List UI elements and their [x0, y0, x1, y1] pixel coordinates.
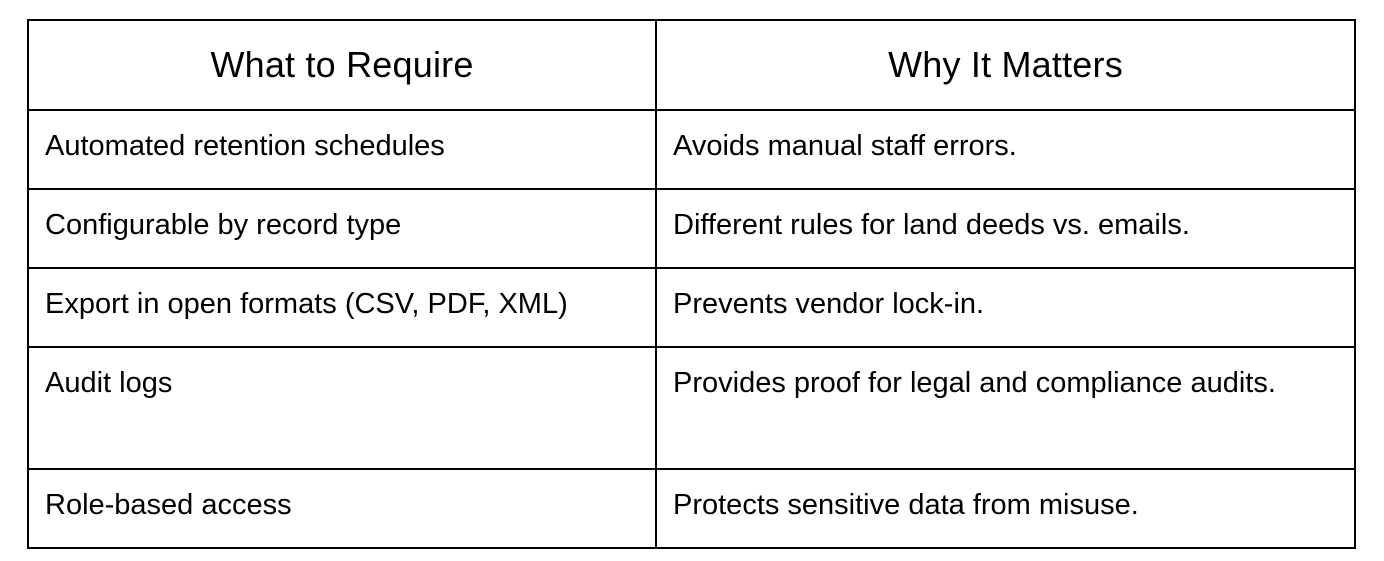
requirements-table: What to Require Why It Matters Automated…: [27, 19, 1356, 549]
table-row: Export in open formats (CSV, PDF, XML) P…: [27, 267, 1356, 348]
table-row: Configurable by record type Different ru…: [27, 188, 1356, 269]
requirement-cell: Audit logs: [27, 346, 657, 470]
header-what-to-require: What to Require: [27, 19, 657, 111]
header-row: What to Require Why It Matters: [27, 19, 1356, 111]
reason-cell: Protects sensitive data from misuse.: [655, 468, 1356, 549]
reason-cell: Avoids manual staff errors.: [655, 109, 1356, 190]
table-row: Audit logs Provides proof for legal and …: [27, 346, 1356, 470]
requirement-cell: Export in open formats (CSV, PDF, XML): [27, 267, 657, 348]
header-label: Why It Matters: [888, 44, 1123, 85]
table-row: Automated retention schedules Avoids man…: [27, 109, 1356, 190]
reason-cell: Provides proof for legal and compliance …: [655, 346, 1356, 470]
reason-cell: Different rules for land deeds vs. email…: [655, 188, 1356, 269]
cell-text: Automated retention schedules: [45, 130, 445, 162]
table-body: Automated retention schedules Avoids man…: [27, 109, 1356, 549]
cell-text: Audit logs: [45, 367, 173, 399]
table-header: What to Require Why It Matters: [27, 19, 1356, 111]
cell-text: Configurable by record type: [45, 209, 402, 241]
cell-text: Avoids manual staff errors.: [673, 130, 1017, 162]
cell-text: Role-based access: [45, 489, 292, 521]
requirement-cell: Automated retention schedules: [27, 109, 657, 190]
table-row: Role-based access Protects sensitive dat…: [27, 468, 1356, 549]
cell-text: Export in open formats (CSV, PDF, XML): [45, 288, 568, 320]
requirement-cell: Configurable by record type: [27, 188, 657, 269]
header-why-it-matters: Why It Matters: [655, 19, 1356, 111]
cell-text: Prevents vendor lock-in.: [673, 288, 985, 320]
reason-cell: Prevents vendor lock-in.: [655, 267, 1356, 348]
cell-text: Different rules for land deeds vs. email…: [673, 209, 1190, 241]
requirement-cell: Role-based access: [27, 468, 657, 549]
header-label: What to Require: [210, 44, 474, 85]
cell-text: Provides proof for legal and compliance …: [673, 367, 1276, 399]
cell-text: Protects sensitive data from misuse.: [673, 489, 1139, 521]
